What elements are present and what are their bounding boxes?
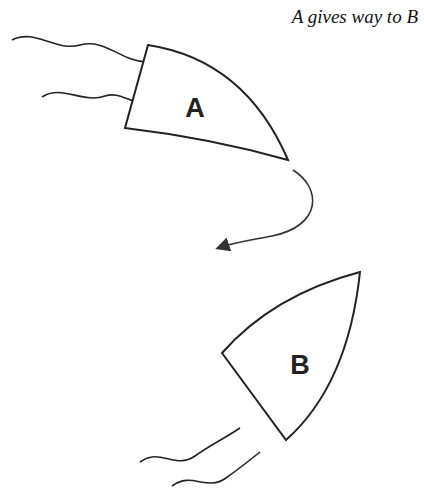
boat-hull: A bbox=[120, 40, 295, 168]
hull-outline bbox=[120, 40, 295, 168]
boat-letter: B bbox=[290, 352, 310, 379]
boat-hull: B bbox=[218, 265, 368, 445]
wake-line bbox=[140, 428, 240, 462]
title-caption: A gives way to B bbox=[292, 6, 418, 28]
wake-line bbox=[12, 37, 147, 62]
wake-line bbox=[42, 92, 135, 101]
turn-arrow bbox=[218, 170, 313, 248]
boat-letter: A bbox=[185, 95, 205, 122]
wake-line bbox=[172, 452, 260, 486]
